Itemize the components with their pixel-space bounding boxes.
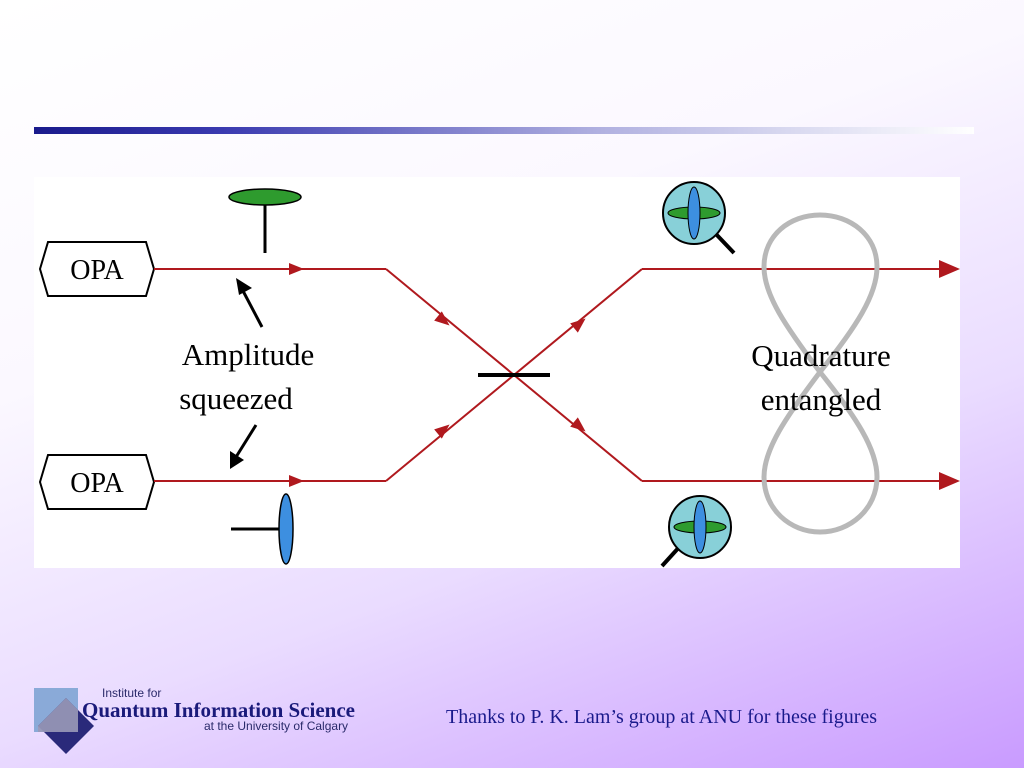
green-ellipse-marker — [228, 188, 302, 253]
squeezed-label: squeezed — [179, 381, 293, 416]
logo-diamond-icon — [34, 688, 94, 754]
amplitude-label: Amplitude — [182, 337, 315, 372]
beam-paths — [154, 268, 954, 482]
iqis-logo: Institute for Quantum Information Scienc… — [34, 686, 384, 766]
detector-top-icon — [662, 181, 736, 255]
logo-line-3: at the University of Calgary — [204, 719, 349, 733]
pointer-arrow-down — [230, 424, 258, 469]
optical-setup-diagram: OPA OPA — [38, 181, 960, 568]
logo-line-2: Quantum Information Science — [82, 698, 355, 722]
opa-top-label: OPA — [70, 255, 124, 286]
title-rule — [34, 127, 974, 134]
beam-arrows — [289, 260, 960, 490]
opa-bottom-label: OPA — [70, 468, 124, 499]
detector-bottom-icon — [660, 495, 732, 568]
logo-line-1: Institute for — [102, 686, 162, 700]
credit-text: Thanks to P. K. Lam’s group at ANU for t… — [446, 706, 878, 728]
entangled-label: entangled — [761, 382, 882, 417]
opa-bottom: OPA — [38, 454, 156, 510]
blue-ellipse-marker — [231, 493, 294, 565]
quadrature-label: Quadrature — [751, 338, 890, 373]
entanglement-loop — [761, 212, 880, 535]
entanglement-figure: OPA OPA — [34, 177, 960, 568]
pointer-arrow-up — [236, 278, 264, 328]
opa-top: OPA — [38, 241, 156, 297]
